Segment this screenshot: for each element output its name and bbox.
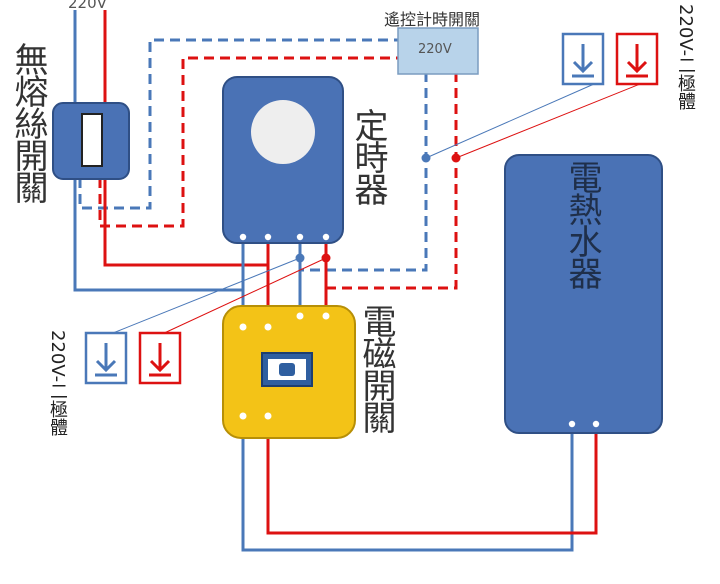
- tester-left-label: 220V-二極體: [47, 330, 68, 437]
- live-dashed-remote-supply: [98, 56, 400, 228]
- contactor-indicator-icon: [279, 363, 295, 376]
- remote-timer-label: 遙控計時開關: [384, 10, 481, 29]
- contactor-terminal: [239, 323, 247, 331]
- probe-line-left-neutral: [107, 257, 301, 336]
- remote-timer-voltage: 220V: [418, 42, 452, 57]
- timer-terminal: [239, 233, 247, 241]
- probe-dot-right-live: [451, 153, 461, 163]
- contactor-terminal: [322, 312, 330, 320]
- heater-body: [504, 154, 663, 434]
- heater-terminal: [568, 420, 576, 428]
- timer-terminal: [322, 233, 330, 241]
- probe-line-left-live: [159, 257, 327, 336]
- contactor-terminal: [264, 412, 272, 420]
- heater-terminal: [592, 420, 600, 428]
- live-dashed-remote-output: [324, 72, 458, 290]
- live-wire-contactor-to-heater: [266, 415, 598, 535]
- timer-label: 定時器: [348, 108, 388, 204]
- probe-dot-right-neutral: [421, 153, 431, 163]
- neutral-wire-contactor-to-heater: [241, 415, 574, 552]
- heater-label: 電熱水器: [562, 160, 602, 288]
- top-voltage-label: 220V: [68, 0, 107, 12]
- contactor-label: 電磁開關: [356, 304, 396, 432]
- tester-right-label: 220V-二極體: [675, 4, 696, 111]
- contactor-terminal: [264, 323, 272, 331]
- breaker-switch-icon: [81, 113, 103, 167]
- remote-timer-body: [397, 27, 479, 75]
- timer-dial-icon: [251, 100, 315, 164]
- timer-terminal: [296, 233, 304, 241]
- probe-line-right-live: [455, 83, 641, 159]
- neutral-dashed-remote-supply: [78, 38, 400, 210]
- down-arrow-icon: [95, 343, 117, 377]
- probe-dot-left-neutral: [295, 253, 305, 263]
- down-arrow-icon: [149, 343, 171, 377]
- probe-line-right-neutral: [425, 83, 595, 159]
- contactor-terminal: [296, 312, 304, 320]
- probe-dot-left-live: [321, 253, 331, 263]
- contactor-terminal: [239, 412, 247, 420]
- timer-terminal: [264, 233, 272, 241]
- down-arrow-icon: [626, 44, 648, 78]
- down-arrow-icon: [572, 44, 594, 78]
- breaker-label: 無熔絲開關: [8, 42, 48, 202]
